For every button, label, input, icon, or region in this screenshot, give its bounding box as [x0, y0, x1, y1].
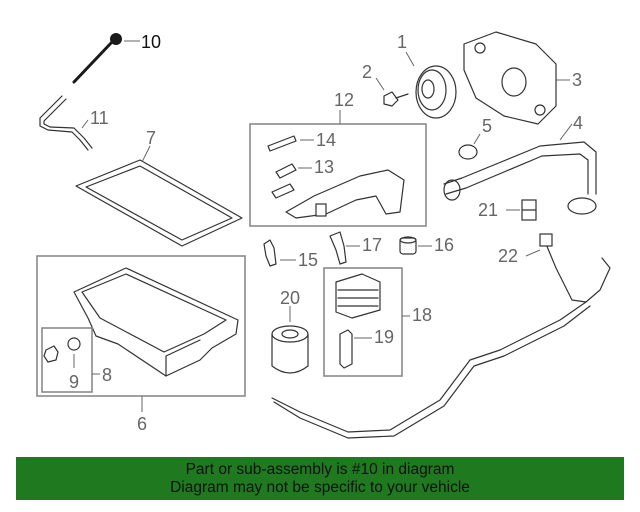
- callout-13[interactable]: 13: [314, 157, 334, 177]
- cooler-bolt-part[interactable]: [339, 329, 353, 369]
- callout-17[interactable]: 17: [362, 235, 382, 255]
- oil-pickup-part[interactable]: [285, 169, 405, 219]
- pulley-bolt-part[interactable]: [383, 91, 409, 107]
- callout-5[interactable]: 5: [482, 116, 492, 136]
- leader-5: [473, 133, 481, 145]
- oil-pressure-sensor-part[interactable]: [521, 199, 537, 221]
- dipstick-part[interactable]: [72, 33, 122, 84]
- callout-3[interactable]: 3: [572, 70, 582, 90]
- pickup-oring-part[interactable]: [267, 135, 297, 152]
- callout-4[interactable]: 4: [573, 113, 583, 133]
- oil-pump-part[interactable]: [463, 31, 557, 125]
- box-8: [41, 327, 93, 393]
- callout-12[interactable]: 12: [334, 90, 354, 110]
- sensor-15-part[interactable]: [263, 239, 277, 267]
- callout-22[interactable]: 22: [498, 246, 518, 266]
- callout-21[interactable]: 21: [478, 200, 498, 220]
- leader-1: [405, 51, 415, 67]
- oil-cooler-part[interactable]: [335, 273, 381, 319]
- callout-11[interactable]: 11: [90, 108, 109, 128]
- leader-2: [375, 77, 385, 91]
- callout-6[interactable]: 6: [137, 414, 147, 434]
- leader-11: [81, 119, 89, 129]
- box-18: [323, 267, 403, 377]
- callout-15[interactable]: 15: [298, 250, 318, 270]
- crank-pulley-part[interactable]: [415, 65, 457, 119]
- oil-pan-part[interactable]: [73, 267, 239, 377]
- box-12: [249, 123, 427, 227]
- callout-7[interactable]: 7: [146, 128, 156, 148]
- callout-9[interactable]: 9: [69, 372, 79, 392]
- plug-16-part[interactable]: [399, 236, 417, 255]
- callout-14[interactable]: 14: [316, 130, 336, 150]
- callout-16[interactable]: 16: [434, 235, 454, 255]
- pickup-bolt-part[interactable]: [271, 163, 297, 199]
- oil-pan-gasket-part[interactable]: [75, 159, 243, 247]
- drain-plug-part[interactable]: [43, 345, 59, 363]
- banner-line-2: Diagram may not be specific to your vehi…: [170, 479, 470, 496]
- box-6: [36, 255, 246, 397]
- leader-7: [141, 145, 151, 163]
- fitting-17-part[interactable]: [329, 231, 347, 265]
- dipstick-tube-part[interactable]: [39, 95, 93, 151]
- drain-washer-part[interactable]: [67, 337, 81, 351]
- pump-oring-part[interactable]: [458, 144, 478, 160]
- wiring-harness-part[interactable]: [271, 233, 611, 439]
- leader-22: [525, 249, 541, 257]
- callout-18[interactable]: 18: [412, 305, 432, 325]
- pickup-tube-part[interactable]: [443, 141, 597, 215]
- info-banner: Part or sub-assembly is #10 in diagram D…: [16, 457, 624, 500]
- callout-10[interactable]: 10: [141, 32, 161, 52]
- callout-8[interactable]: 8: [102, 365, 112, 385]
- callout-20[interactable]: 20: [280, 288, 300, 308]
- oil-filter-part[interactable]: [271, 325, 309, 374]
- callout-2[interactable]: 2: [362, 62, 372, 82]
- leader-4: [559, 123, 573, 141]
- callout-19[interactable]: 19: [374, 327, 394, 347]
- banner-line-1: Part or sub-assembly is #10 in diagram: [185, 461, 455, 478]
- callout-1[interactable]: 1: [397, 32, 407, 52]
